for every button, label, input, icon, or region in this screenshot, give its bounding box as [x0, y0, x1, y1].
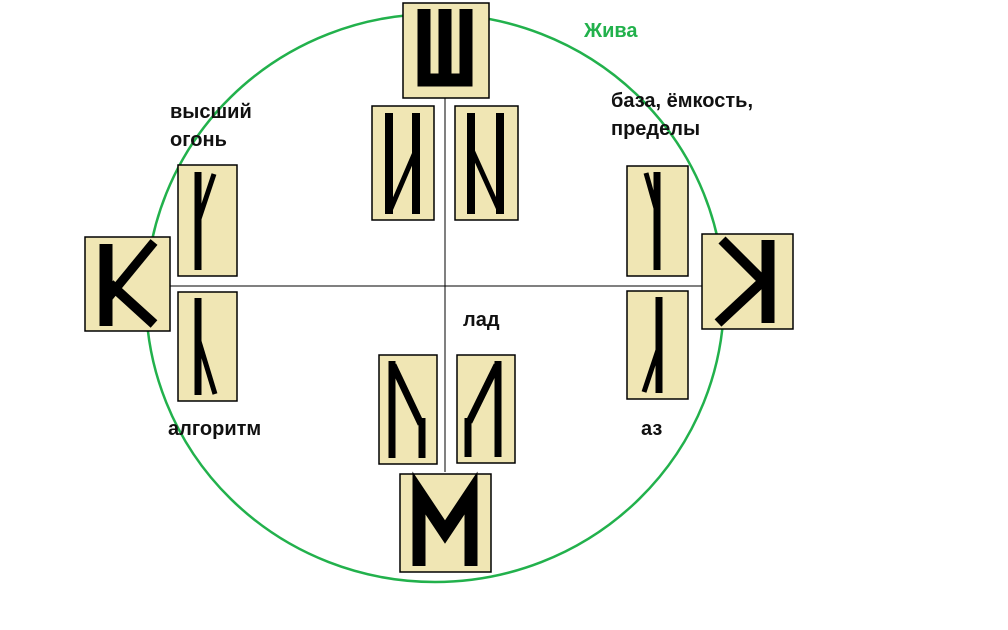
tile-bottom-inner-right [456, 354, 516, 464]
tile-right-inner-bottom [626, 290, 689, 400]
label-upper-left-line2: огонь [170, 129, 227, 151]
tile-top-inner-left [371, 105, 435, 221]
tile-bottom-inner-left [378, 354, 438, 465]
label-upper-left-line1: высший [170, 101, 252, 123]
title-zhiva: Жива [584, 20, 638, 42]
tile-top-big [402, 2, 490, 99]
tile-bottom-big [399, 471, 492, 573]
tile-top-inner-right [454, 105, 519, 221]
tile-right-inner-top [626, 165, 689, 277]
tile-left-inner-top [177, 164, 238, 277]
label-lad: лад [463, 309, 500, 331]
label-upper-right-line2: пределы [611, 118, 701, 140]
label-algorithm: алгоритм [168, 418, 262, 440]
tile-left-big [84, 236, 171, 332]
label-az: аз [641, 418, 663, 440]
tile-left-inner-bottom [177, 291, 238, 402]
tile-right-big [701, 233, 794, 330]
label-upper-right-line1: база, ёмкость, [611, 90, 754, 112]
